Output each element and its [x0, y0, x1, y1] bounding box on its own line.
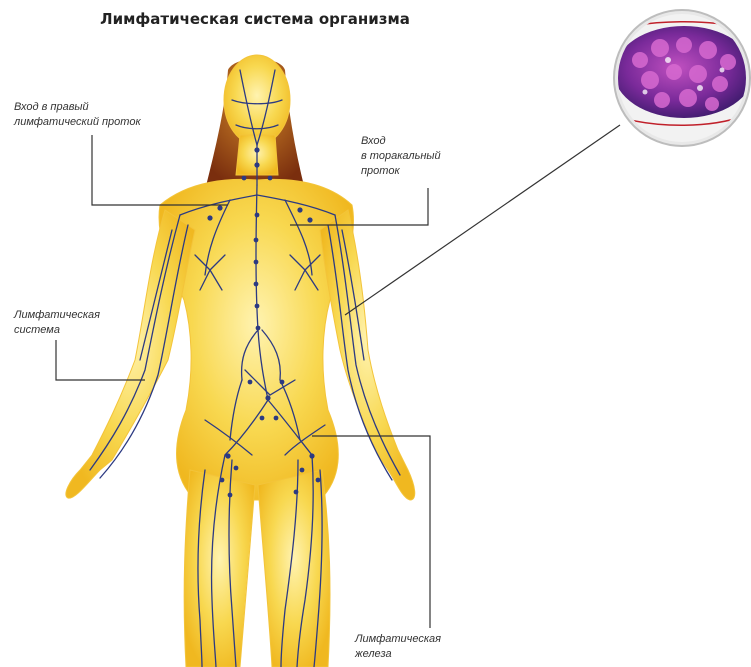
label-node-line2: железа — [355, 648, 392, 660]
leader-lines — [55, 124, 621, 628]
label-thoracic-line2: в торакальный — [361, 150, 441, 162]
label-node-line1: Лимфатическая — [355, 633, 442, 645]
label-lymph-node: Лимфатическая железа — [355, 632, 495, 662]
leader-magnifier — [344, 124, 621, 316]
label-system-line1: Лимфатическая — [14, 309, 101, 321]
label-system-line2: система — [14, 324, 60, 336]
body-silhouette — [65, 54, 416, 667]
leader-right-duct — [91, 135, 228, 206]
label-right-duct-line2: лимфатический проток — [14, 116, 141, 128]
leader-node — [312, 435, 431, 628]
label-thoracic-line3: проток — [361, 165, 400, 177]
lymph-vessels — [89, 69, 401, 667]
label-right-lymphatic-duct: Вход в правый лимфатический проток — [14, 100, 204, 130]
label-right-duct-line1: Вход в правый — [14, 101, 89, 113]
label-thoracic-line1: Вход — [361, 135, 386, 147]
label-thoracic-duct: Вход в торакальный проток — [361, 134, 501, 179]
tissue-magnifier — [613, 9, 751, 147]
leader-system — [55, 340, 145, 381]
leader-thoracic — [290, 188, 429, 226]
lymph-nodes — [207, 147, 321, 498]
page-title: Лимфатическая система организма — [100, 10, 410, 28]
label-lymphatic-system: Лимфатическая система — [14, 308, 154, 338]
